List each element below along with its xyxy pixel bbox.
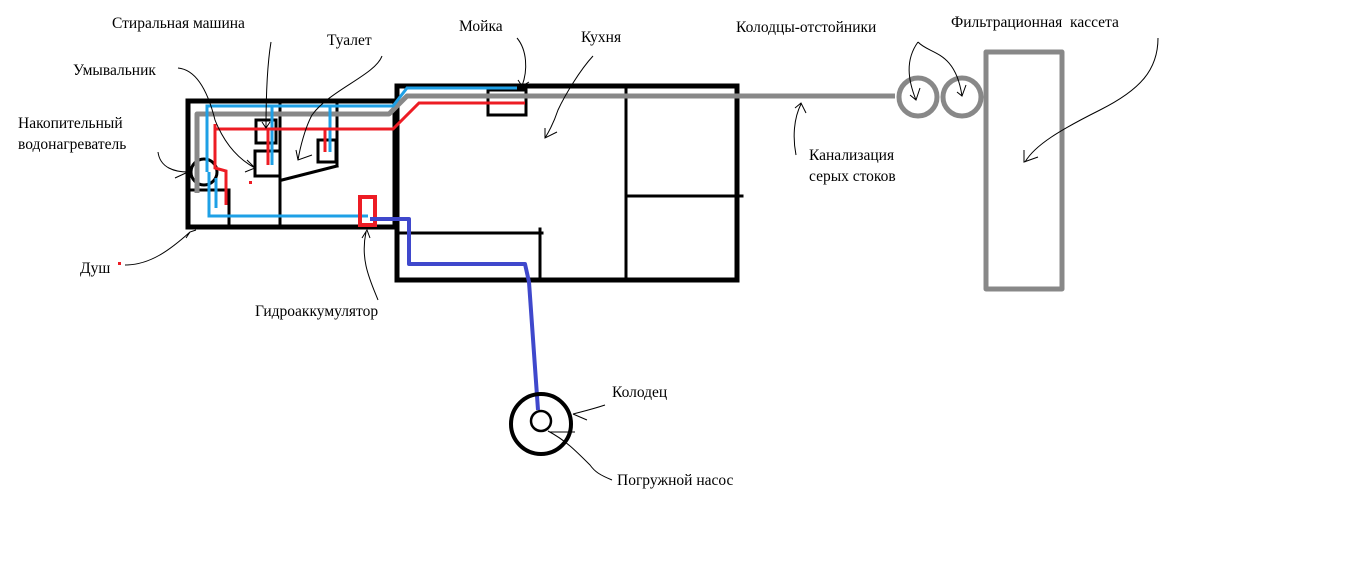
bathroom-outline bbox=[185, 98, 398, 230]
arrow-graywater bbox=[793, 102, 807, 156]
red-dot bbox=[249, 181, 252, 184]
arrow-settling-wells bbox=[908, 41, 967, 101]
kitchen-outline bbox=[394, 83, 740, 283]
label-submersible-pump: Погружной насос bbox=[617, 472, 734, 489]
settling-well-2 bbox=[940, 75, 984, 119]
arrow-well bbox=[572, 404, 606, 421]
kitchen-walls bbox=[394, 83, 744, 283]
well-circle bbox=[509, 392, 573, 456]
arrow-pump bbox=[547, 430, 613, 481]
label-toilet: Туалет bbox=[327, 32, 372, 49]
label-washing-machine: Стиральная машина bbox=[112, 15, 245, 32]
red-dot-shower bbox=[118, 262, 121, 265]
label-well: Колодец bbox=[612, 384, 667, 401]
arrow-filter-cassette bbox=[1023, 37, 1159, 163]
leader-lines bbox=[124, 37, 1159, 481]
toilet-box bbox=[316, 138, 338, 164]
label-filter-cassette: Фильтрационная кассета bbox=[951, 14, 1119, 31]
hot-main-pipe bbox=[213, 101, 525, 131]
label-water-heater-1: Накопительный bbox=[18, 115, 123, 132]
toilet-diagonal-wall bbox=[280, 164, 339, 182]
hot-heater-pipe bbox=[213, 129, 228, 205]
bathroom-walls bbox=[185, 98, 398, 230]
cold-main-pipe bbox=[205, 86, 517, 172]
label-settling-wells: Колодцы-отстойники bbox=[736, 19, 876, 36]
label-graywater-2: серых стоков bbox=[809, 168, 896, 185]
hot-water-pipes bbox=[118, 101, 525, 265]
arrow-sink bbox=[516, 37, 530, 87]
cold-bottom-pipe bbox=[207, 172, 368, 218]
filter-cassette-box bbox=[983, 49, 1065, 292]
hydro-accumulator-box bbox=[358, 195, 377, 227]
arrow-hydro-accumulator bbox=[361, 228, 379, 301]
supply-pipe-from-well bbox=[370, 217, 540, 411]
submersible-pump-circle bbox=[529, 409, 553, 433]
supply-pipes bbox=[370, 217, 540, 411]
arrow-toilet bbox=[295, 55, 383, 161]
label-graywater-1: Канализация bbox=[809, 147, 894, 164]
label-water-heater-2: водонагреватель bbox=[18, 136, 126, 153]
well bbox=[509, 392, 573, 456]
label-sink: Мойка bbox=[459, 18, 503, 35]
label-shower: Душ bbox=[80, 260, 110, 277]
arrow-water-heater bbox=[157, 151, 189, 179]
water-heater-circle bbox=[189, 157, 219, 187]
graywater-pipe bbox=[194, 93, 895, 193]
arrow-washing-machine bbox=[261, 41, 272, 129]
label-kitchen: Кухня bbox=[581, 29, 621, 46]
label-washbasin: Умывальник bbox=[73, 62, 156, 79]
sewage-pipes bbox=[194, 49, 1065, 292]
arrow-kitchen bbox=[544, 55, 594, 139]
arrow-washbasin bbox=[177, 67, 256, 173]
settling-well-1 bbox=[896, 75, 940, 119]
labels: Стиральная машина Туалет Умывальник Нако… bbox=[18, 14, 1119, 489]
arrow-shower bbox=[124, 229, 197, 266]
label-hydro-accumulator: Гидроаккумулятор bbox=[255, 303, 378, 320]
